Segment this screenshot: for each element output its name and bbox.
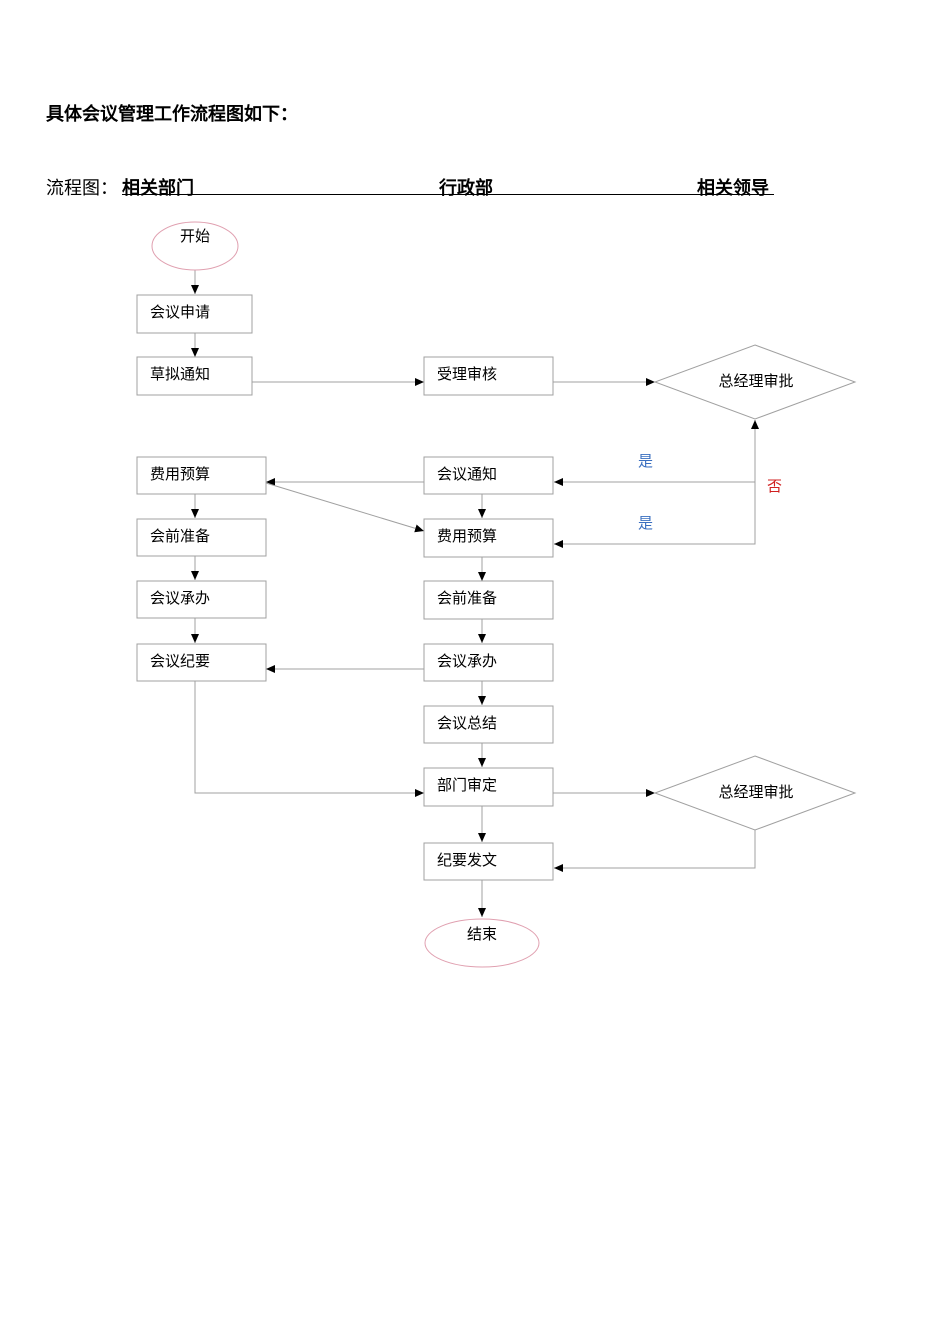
edge-deptbudget-adminbudget [265,482,425,533]
apply-label: 会议申请 [150,303,210,321]
box-publish [423,842,554,881]
diamond-gm-approve-2 [653,755,857,831]
flow-label: 流程图： [46,178,118,199]
end-oval [424,918,540,968]
connectors [191,270,759,917]
dept-review-label: 部门审定 [437,776,497,794]
lane-admin: 行政部 [439,178,493,199]
lane-leader: 相关领导 [697,178,769,199]
end-label: 结束 [467,925,497,943]
admin-prep-label: 会前准备 [437,589,497,607]
box-dept-prep [136,518,267,557]
box-apply [136,294,253,334]
meeting-notice-label: 会议通知 [437,465,497,483]
box-admin-budget [423,518,554,558]
start-label: 开始 [180,227,210,245]
branch-yes-2: 是 [638,514,653,532]
publish-label: 纪要发文 [437,851,497,869]
receive-review-label: 受理审核 [437,365,497,383]
box-admin-host [423,643,554,682]
diamond-gm-approve-1 [653,344,857,420]
edge-gm1-yes-budget [554,482,756,548]
lane-related-dept: 相关部门 [122,178,194,199]
box-admin-summary [423,705,554,744]
gm-approve-1-label: 总经理审批 [718,372,793,390]
dept-host-label: 会议承办 [150,589,210,607]
box-receive-review [423,356,554,396]
admin-budget-label: 费用预算 [437,527,497,545]
flow-header: 流程图： 相关部门 行政部 相关领导 [46,174,776,199]
box-draft-notice [136,356,253,396]
dept-minutes-label: 会议纪要 [150,652,210,670]
branch-yes-1: 是 [638,452,653,470]
edge-gm2-publish [554,830,756,872]
dept-prep-label: 会前准备 [150,527,210,545]
box-dept-review [423,767,554,807]
draft-notice-label: 草拟通知 [150,365,210,383]
admin-summary-label: 会议总结 [437,714,497,732]
gm-approve-2-label: 总经理审批 [718,783,793,801]
lane-underline [122,194,774,195]
edge-deptminutes-deptreview [194,681,424,797]
box-dept-budget [136,456,267,495]
page-title: 具体会议管理工作流程图如下： [46,104,298,125]
box-dept-minutes [136,643,267,682]
box-dept-host [136,580,267,619]
box-admin-prep [423,580,554,620]
branch-no: 否 [767,477,782,495]
start-oval [151,221,239,271]
dept-budget-label: 费用预算 [150,465,210,483]
admin-host-label: 会议承办 [437,652,497,670]
box-meeting-notice [423,456,554,495]
